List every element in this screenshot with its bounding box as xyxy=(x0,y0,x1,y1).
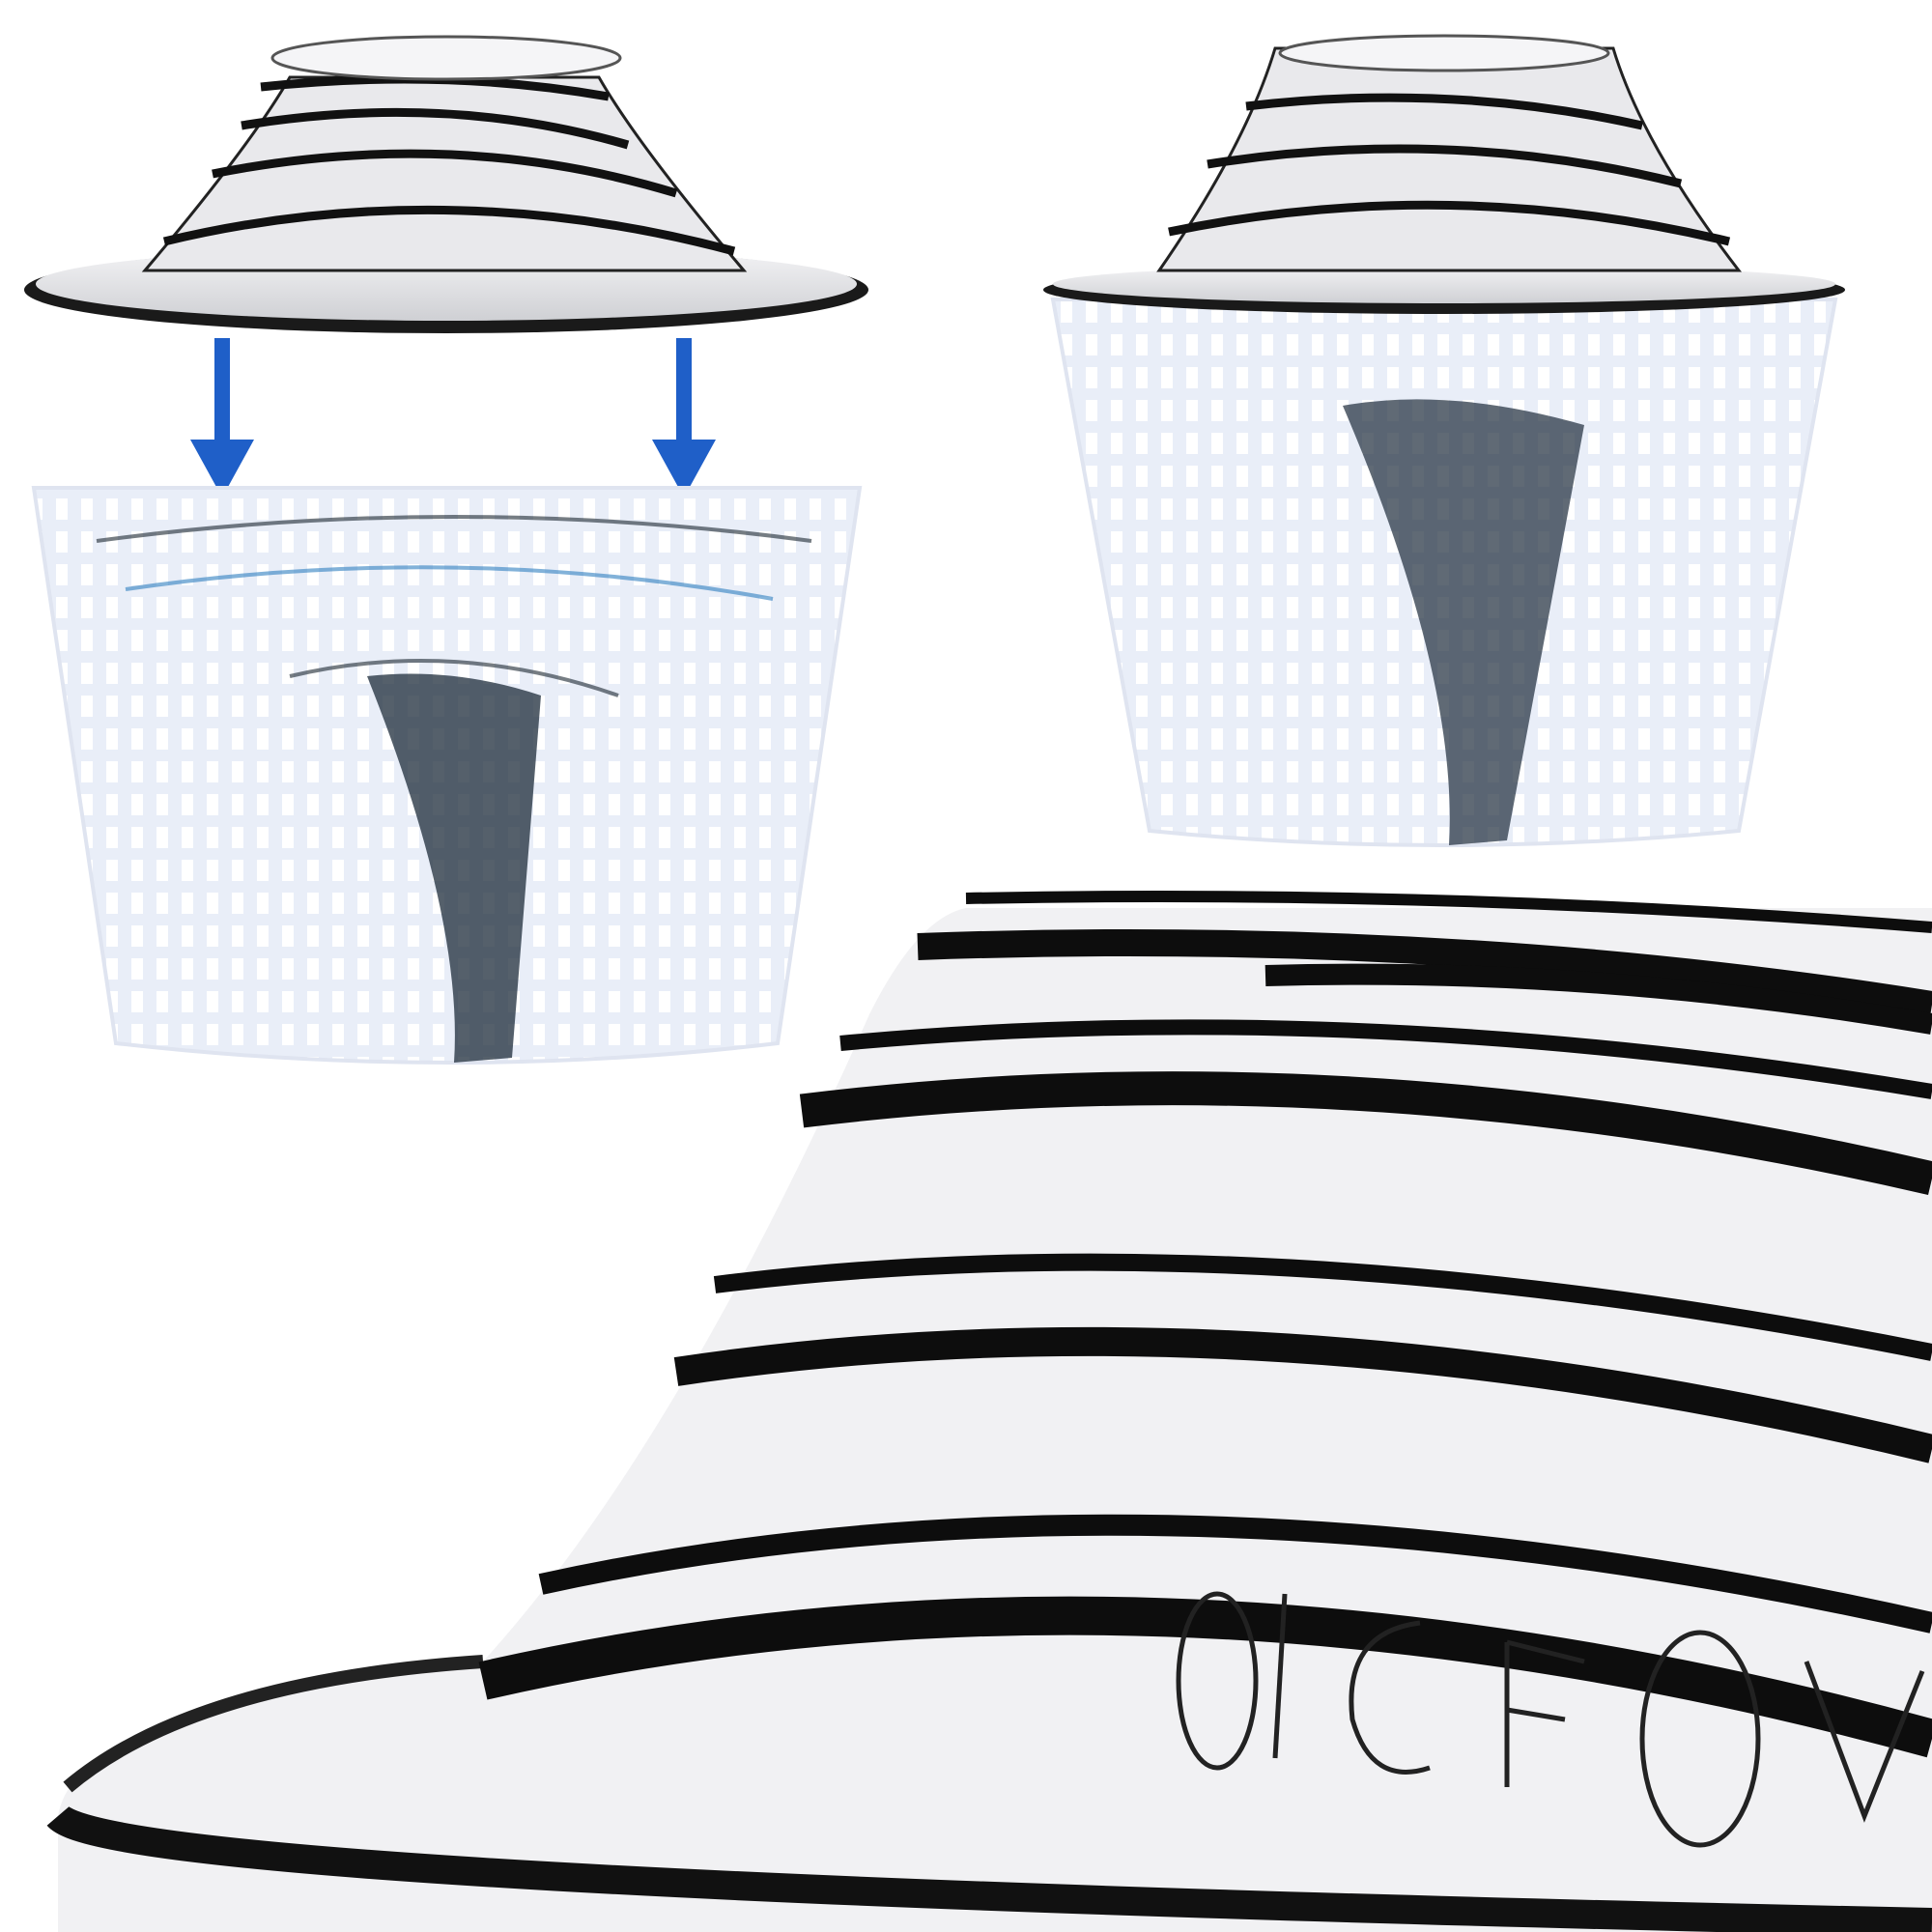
lid-separated xyxy=(24,35,868,333)
embossed-logo xyxy=(1176,1591,1925,1848)
arrow-down-icon xyxy=(190,338,254,497)
arrow-down-icon xyxy=(652,338,716,497)
vortex-debris xyxy=(96,515,812,697)
basket-assembled xyxy=(1043,34,1845,847)
basket-separated xyxy=(31,486,863,1065)
lid-closeup xyxy=(46,891,1932,1932)
